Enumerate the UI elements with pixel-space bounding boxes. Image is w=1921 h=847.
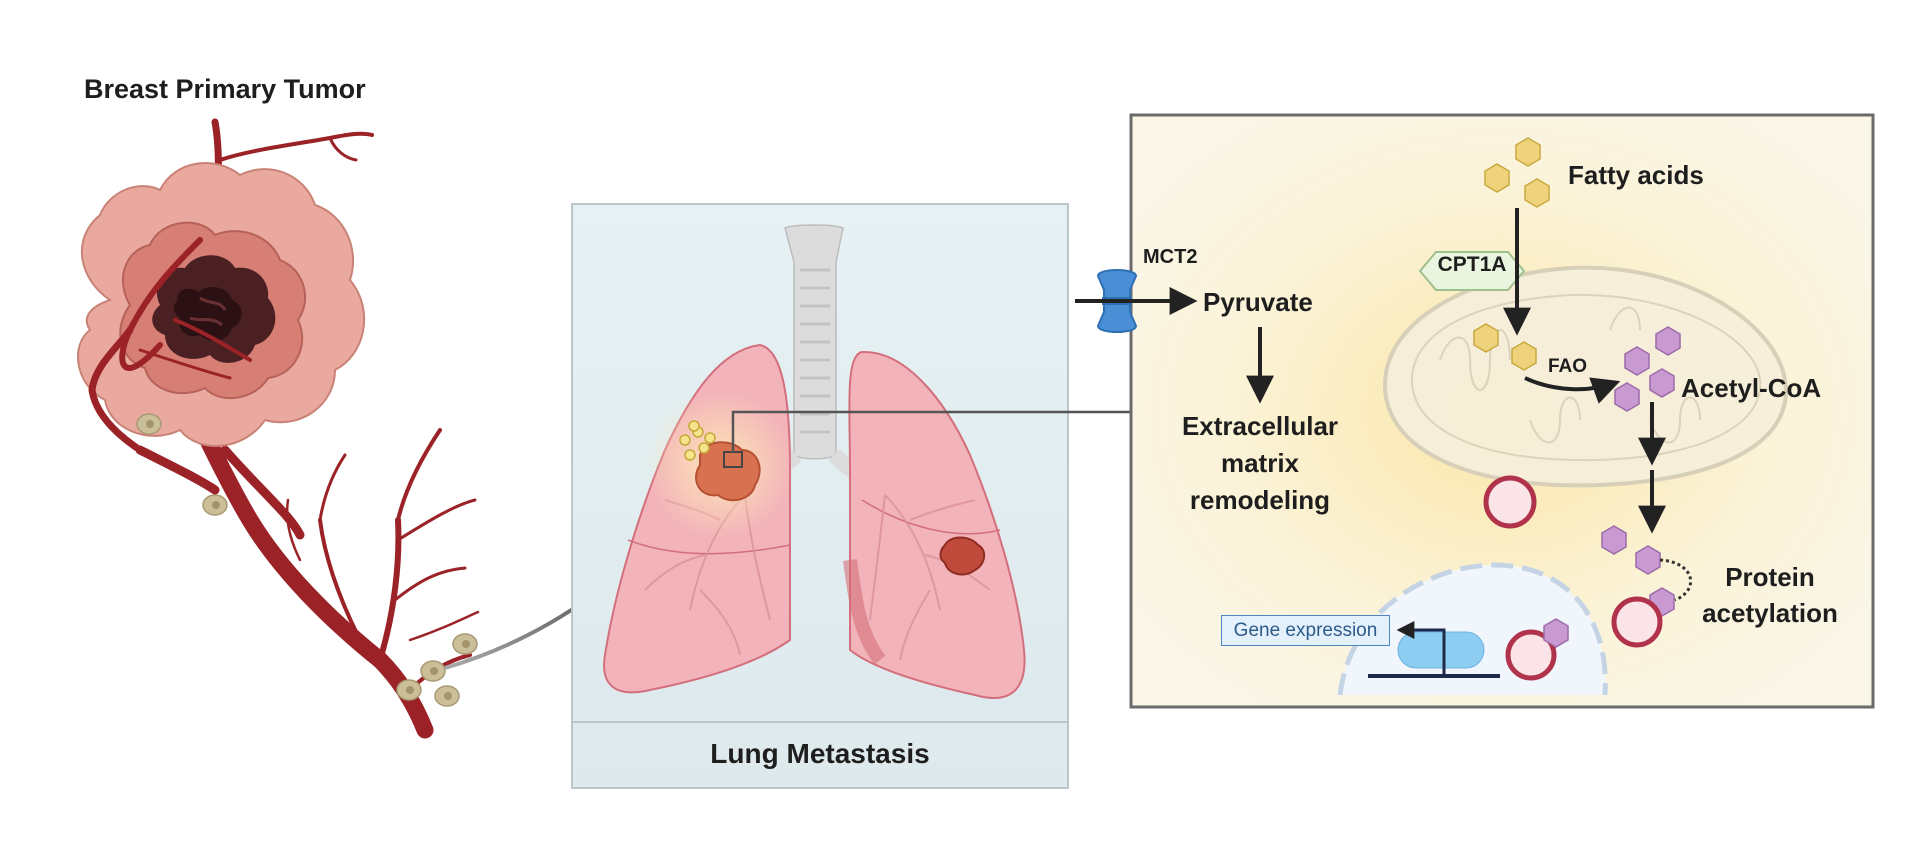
- lung-panel: [571, 203, 1069, 789]
- lung-metastasis-title: Lung Metastasis: [710, 738, 930, 769]
- lung-metastasis-icon: [939, 536, 986, 576]
- ecm-line-2: matrix: [1220, 448, 1300, 478]
- fatty-acids-label: Fatty acids: [1568, 160, 1704, 190]
- breast-tumor-illustration: [77, 118, 480, 739]
- ecm-line-1: Extracellular: [1181, 411, 1339, 441]
- fao-arrow: [1524, 376, 1621, 404]
- protein-line-2: acetylation: [1702, 598, 1838, 628]
- cpt1a-label: CPT1A: [1437, 253, 1507, 276]
- ecm-remodeling-label: Extracellular matrix remodeling: [1160, 408, 1360, 519]
- pyruvate-label: Pyruvate: [1203, 287, 1313, 317]
- protein-acetylation-label: Protein acetylation: [1660, 559, 1880, 631]
- tumor-cell-icon: [136, 413, 478, 707]
- mct2-label: MCT2: [1143, 246, 1198, 268]
- ecm-line-3: remodeling: [1189, 485, 1331, 515]
- blood-vessel-icon: [88, 237, 252, 495]
- gene-promoter-icon: [1368, 621, 1500, 678]
- fatty-acid-dots: [679, 420, 716, 461]
- hexagon-molecule-icon: [1543, 618, 1569, 648]
- protein-line-1: Protein: [1725, 562, 1815, 592]
- tumor-icon: [77, 162, 366, 447]
- ring-cell-icon: [1483, 475, 1537, 529]
- cell-panel: [1075, 113, 1875, 709]
- acetyl-coa-label: Acetyl-CoA: [1681, 373, 1822, 403]
- gene-expression-label: Gene expression: [1221, 615, 1390, 646]
- zoom-connector: [731, 410, 1131, 452]
- lungs-icon: [603, 343, 1026, 699]
- breast-primary-tumor-title: Breast Primary Tumor: [84, 74, 366, 104]
- cpt1a-tag: [1418, 251, 1526, 291]
- fao-label: FAO: [1548, 356, 1588, 377]
- ring-cell-icon: [1505, 629, 1557, 681]
- acetyl-linker: [1659, 558, 1693, 602]
- ring-cell-icon: [1611, 596, 1663, 648]
- lung-metastasis-icon: [695, 441, 761, 502]
